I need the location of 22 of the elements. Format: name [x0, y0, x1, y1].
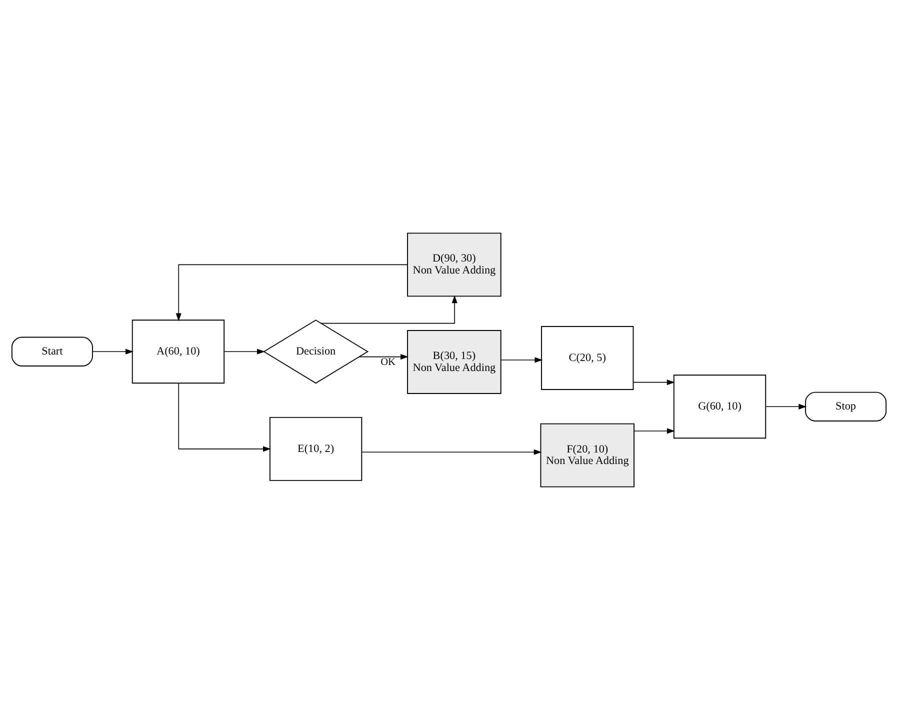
arrow: [358, 354, 409, 360]
node-box: G(60, 10): [673, 374, 766, 438]
node-box: B(30, 15) Non Value Adding: [407, 330, 502, 394]
arrow: [361, 448, 542, 454]
arrow: [632, 379, 675, 385]
node-box: D(90, 30) Non Value Adding: [407, 232, 502, 296]
arrow: [224, 348, 266, 354]
node-box: F(20, 10) Non Value Adding: [540, 422, 634, 487]
node-box: A(60, 10): [132, 319, 225, 384]
node-box: Stop: [805, 391, 887, 421]
node-box: C(20, 5): [541, 326, 634, 390]
node-box: Start: [11, 336, 93, 366]
arrow: [634, 428, 675, 434]
edge-label: OK: [380, 356, 396, 368]
node-box: E(10, 2): [269, 416, 362, 480]
arrow: [500, 356, 543, 362]
arrow: [92, 348, 134, 354]
arrow: [176, 264, 408, 321]
arrow: [766, 403, 807, 409]
arrow: [320, 294, 458, 324]
node-diamond: Decision: [263, 319, 369, 384]
arrow: [178, 382, 271, 452]
